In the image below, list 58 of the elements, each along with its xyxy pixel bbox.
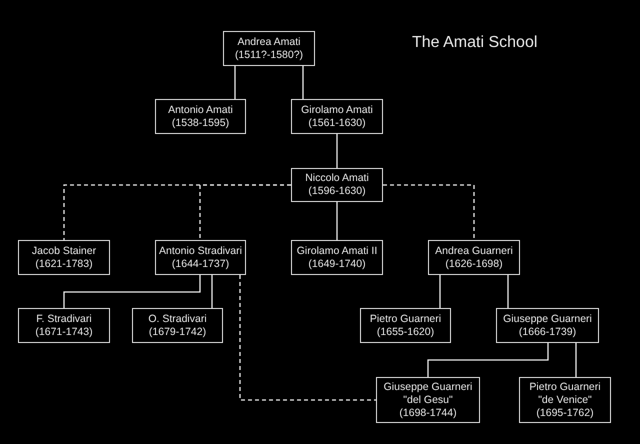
node-text: (1538-1595) [172,116,230,130]
node-text: "de Venice" [538,394,592,406]
connector-line [63,275,201,308]
person-box [360,308,451,343]
person-box [291,168,383,202]
connector-line [211,275,213,308]
node-text: (1666-1739) [518,326,576,338]
node-text: Antonio Amati [168,104,233,116]
connector-line [302,66,304,99]
node-text: (1698-1744) [399,406,457,420]
node-text: (1695-1762) [536,406,594,420]
diagram-title: The Amati School [412,33,538,53]
node-text: (1561-1630) [308,116,366,130]
node-text: Antonio Stradivari [159,244,242,258]
node-text: Girolamo Amati II [296,244,378,258]
connector-line [336,202,338,240]
connector-line [239,275,376,401]
connector-line [575,343,577,377]
node-text: Andrea Guarneri [435,244,513,258]
person-box [18,240,110,275]
person-box [291,240,383,275]
node-text: (1655-1620) [376,326,434,338]
node-text: (1671-1743) [35,326,93,338]
person-box [428,240,520,275]
connector-line [507,275,509,308]
node-text: F. Stradivari [36,312,92,326]
node-text: Niccolo Amati [305,172,369,185]
node-text: O. Stradivari [148,312,207,326]
connector-line [439,275,441,308]
node-text: (1649-1740) [308,258,366,270]
person-box [223,31,315,66]
node-text: (1626-1698) [445,258,503,270]
connector-line [199,184,291,240]
person-box [132,308,223,343]
node-text: (1621-1783) [35,258,93,270]
connector-line [336,134,338,168]
person-box [18,308,110,343]
connector-line [427,343,549,377]
node-text: Giuseppe Guarneri [503,312,592,326]
node-text: Giuseppe Guarneri [384,380,472,394]
person-box [496,308,599,343]
connector-line [383,184,475,240]
node-text: Pietro Guarneri [370,312,442,326]
node-text: (1511?-1580?) [234,48,304,62]
node-text: Pietro Guarneri [529,380,601,394]
node-text: Andrea Amati [237,36,301,48]
node-text: (1596-1630) [308,185,366,198]
person-box [291,99,383,134]
person-box [376,377,480,423]
node-text: Jacob Stainer [32,244,96,258]
connector-line [234,66,236,99]
node-text: (1679-1742) [148,326,206,338]
person-box [519,377,611,423]
node-text: "del Gesu" [403,394,453,406]
node-text: Girolamo Amati [301,104,373,116]
node-text: (1644-1737) [172,258,230,270]
person-box [155,99,246,134]
person-box [155,240,246,275]
